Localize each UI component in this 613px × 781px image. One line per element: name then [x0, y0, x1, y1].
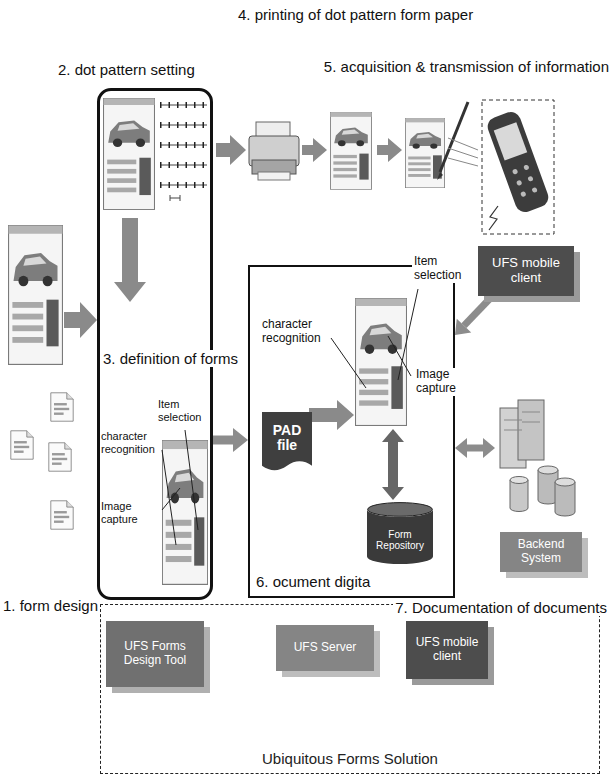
step-heading: 7. Documentation of documents — [393, 599, 609, 616]
form-image — [162, 441, 207, 585]
arrowhead — [455, 438, 467, 458]
step-heading: 3. definition of forms — [101, 350, 240, 367]
node-text: Form Repository — [367, 529, 433, 551]
database-top — [555, 478, 575, 486]
node-text: UFS mobile client — [406, 636, 488, 664]
client-box: UFS mobile client — [478, 246, 574, 296]
document-icon — [11, 431, 33, 459]
signal-line — [489, 206, 498, 230]
database-top — [538, 466, 558, 474]
leader-line — [388, 336, 411, 376]
stage-panel: PAD fileForm Repository 6. ocument digita — [248, 265, 455, 598]
document-icon — [51, 393, 73, 421]
connector-shaft — [467, 445, 483, 452]
phone-key — [523, 164, 529, 170]
server-box: UFS Server — [276, 625, 374, 671]
form-image — [104, 98, 155, 209]
flow-connector — [213, 428, 248, 452]
node-text: UFS Forms Design Tool — [106, 640, 204, 668]
mobile-phone — [485, 109, 551, 215]
phone-body — [485, 109, 551, 215]
arrowhead — [233, 428, 248, 452]
printer-tray — [258, 172, 290, 180]
database-body — [555, 482, 575, 516]
solution-group: UFS Forms Design Tool UFS Server UFS mobil… — [100, 604, 600, 774]
phone-key — [531, 187, 537, 193]
phone-frame — [482, 100, 554, 234]
leader-line — [185, 430, 198, 530]
cylinder-top — [368, 503, 433, 517]
cylinder-body — [367, 509, 433, 564]
phone-key — [527, 176, 533, 182]
node-text: 6. ocument digita — [256, 573, 370, 590]
form-image — [356, 299, 407, 426]
flow-connector — [455, 296, 492, 335]
leader-line — [162, 488, 180, 510]
callout-label: Item selection — [158, 398, 210, 423]
flow-arrow — [377, 138, 402, 162]
tool-box: UFS Forms Design Tool — [106, 621, 204, 687]
database-top — [510, 477, 528, 484]
arrowhead — [455, 319, 471, 335]
step-heading: 5. acquisition & transmission of informa… — [324, 58, 609, 75]
server-icons — [500, 400, 575, 516]
grid-dots — [160, 105, 207, 185]
phone-key — [520, 191, 526, 197]
pen-tip — [437, 172, 443, 180]
node-text: UFS Server — [294, 641, 357, 655]
backend-group: Backend System — [495, 395, 577, 577]
grid-line — [160, 105, 207, 185]
node-text: Backend System — [500, 538, 582, 566]
flow-arrow — [309, 400, 354, 430]
form-image — [330, 112, 371, 189]
scale-mark — [170, 195, 180, 201]
repository-cylinder: Form Repository — [367, 502, 433, 564]
step-heading: 4. printing of dot pattern form paper — [238, 6, 473, 23]
node-text: Ubiquitous Forms Solution — [101, 750, 599, 767]
digital-pen — [440, 102, 468, 172]
node-text: PAD file — [262, 423, 312, 452]
document-icon — [49, 443, 71, 471]
node-text: UFS mobile client — [478, 256, 574, 286]
phone-screen — [494, 122, 527, 160]
connector-shaft — [464, 296, 492, 326]
flow-arrow — [216, 135, 246, 165]
database-body — [510, 480, 528, 512]
flow-arrow — [114, 218, 146, 302]
flow-arrow — [302, 138, 327, 162]
callout-label: Item selection — [412, 255, 472, 283]
phone-key — [512, 168, 518, 174]
callout-label: character recognition — [101, 430, 159, 455]
client-box: UFS mobile client — [406, 621, 488, 679]
callout-label: Image capture — [414, 368, 468, 396]
double-arrow — [382, 429, 404, 500]
flow-connector — [455, 438, 495, 458]
phone-key — [516, 180, 522, 186]
dot-pattern-grid — [160, 105, 207, 201]
leader-line — [398, 289, 418, 380]
form-image — [9, 226, 63, 365]
leader-line — [162, 450, 176, 545]
callout-label: Image capture — [101, 500, 159, 525]
document-outline — [262, 412, 312, 470]
form-image — [405, 118, 444, 187]
callout-label: character recognition — [262, 318, 328, 346]
flow-arrow — [64, 302, 97, 338]
transmission-lines — [448, 138, 478, 166]
step-heading: 1. form design — [3, 597, 98, 614]
server-slot — [504, 412, 540, 430]
document-icon — [51, 501, 73, 529]
connector-shaft — [213, 436, 233, 445]
backend-box: Backend System — [500, 532, 582, 572]
file-shape: PAD file — [262, 412, 312, 476]
node-text: 2. dot pattern setting — [58, 61, 195, 78]
leader-line — [331, 338, 366, 388]
arrowhead — [483, 438, 495, 458]
printer-icon — [249, 122, 299, 180]
